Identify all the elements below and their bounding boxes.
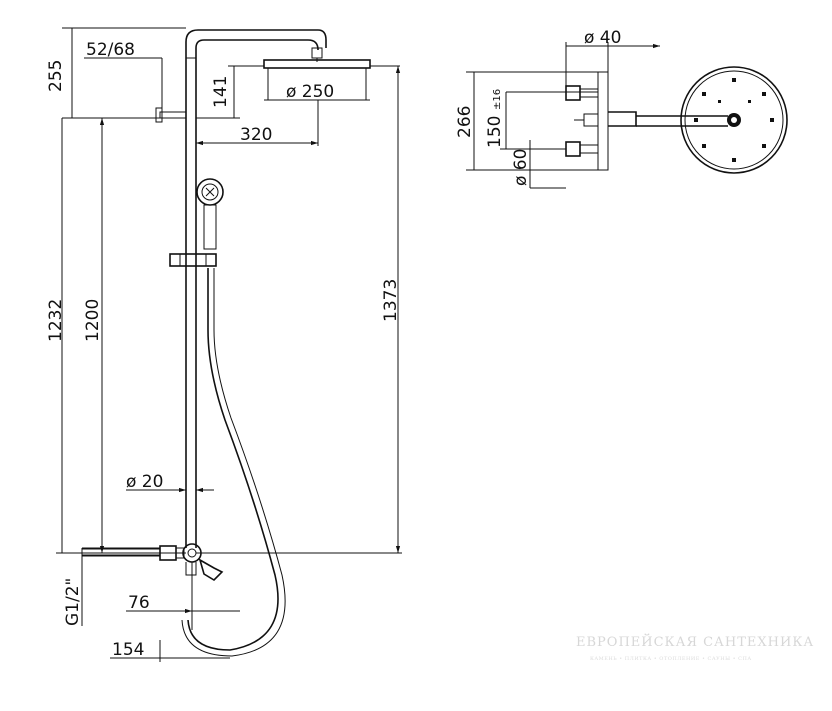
side-middle-arm [574,111,728,127]
dim-60-label: ø 60 [511,149,531,186]
top-wall-bracket [155,107,187,123]
dimension-lines-front [56,27,402,662]
dim-76-label: 76 [128,593,150,613]
slide-holder [169,253,217,267]
dim-52-68-label: 52/68 [86,40,135,60]
dim-150-label: 150 [485,116,505,148]
dim-320-label: 320 [240,125,272,145]
dim-1232-label: 1232 [46,299,66,342]
side-upper-inlet [506,85,599,101]
rain-shower-top-view [680,66,788,174]
side-view [466,42,728,189]
watermark-subtitle: КАМЕНЬ • ПЛИТКА • ОТОПЛЕНИЕ • САУНЫ • СП… [590,656,752,662]
dim-141-label: 141 [211,76,231,108]
shower-hose [181,268,286,657]
dim-255-label: 255 [46,60,66,92]
dim-154-label: 154 [112,640,144,660]
dim-250-label: ø 250 [286,82,334,102]
dim-40-label: ø 40 [584,28,621,48]
riser-pipe [185,29,327,548]
watermark-title: ЕВРОПЕЙСКАЯ САНТЕХНИКА [576,633,814,650]
mixer-valve [81,543,224,582]
dim-20-label: ø 20 [126,472,163,492]
dim-1373-label: 1373 [381,279,401,322]
front-view: 255 52/68 141 ø 250 320 1232 1200 1373 ø… [46,27,402,662]
dim-1200-label: 1200 [83,299,103,342]
hand-shower [196,178,224,250]
watermark: ЕВРОПЕЙСКАЯ САНТЕХНИКА КАМЕНЬ • ПЛИТКА •… [576,633,814,662]
dim-g12-label: G1/2" [63,578,83,626]
dim-150-tolerance-label: ±16 [492,89,503,110]
dim-266-label: 266 [455,106,475,138]
